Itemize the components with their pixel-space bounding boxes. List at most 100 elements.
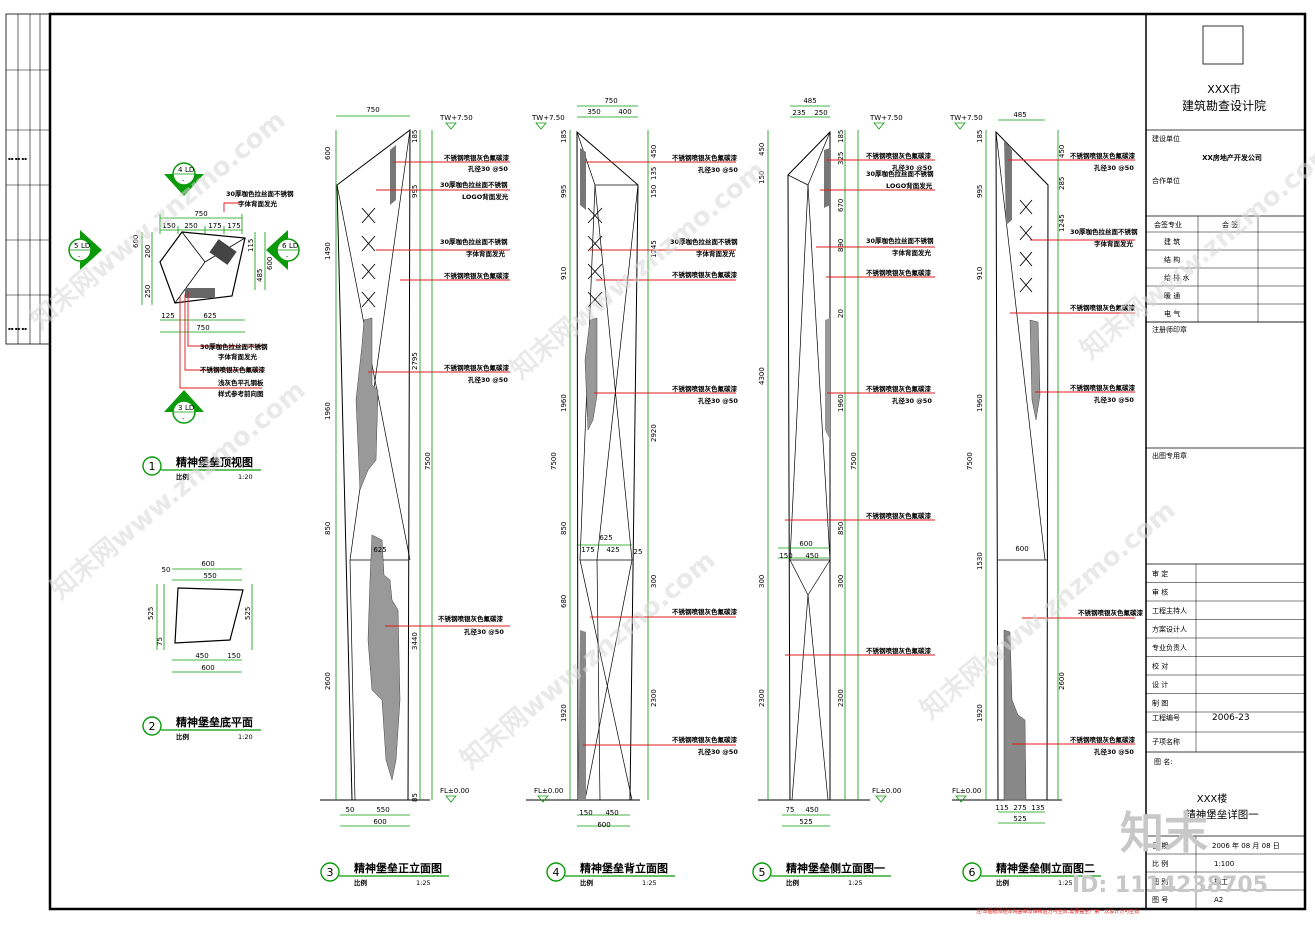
e5-890: 890 (837, 239, 845, 252)
dim-625: 625 (203, 312, 216, 320)
e5-600: 600 (799, 540, 812, 548)
project-no-label: 工程编号 (1152, 713, 1180, 722)
e3-level-top: TW+7.50 (439, 114, 473, 122)
sheet-value: 施工 (1214, 877, 1228, 886)
stamp-label: 注册师印章 (1152, 325, 1187, 334)
view-scale: 1:20 (238, 473, 253, 481)
bot-dim-450: 450 (195, 652, 208, 660)
title-block: XXX市 建筑勘查设计院 建设单位 XX房地产开发公司 合作单位 会签专业 会 … (1145, 13, 1306, 910)
approval-row-label: 制 图 (1152, 699, 1168, 708)
e3-note-1a: 不锈钢喷银灰色氟碳漆 (444, 153, 510, 162)
marker-number: 4 (178, 166, 183, 174)
top-note-steel: 不锈钢喷银灰色氟碳漆 (200, 365, 266, 374)
dim-750: 750 (194, 210, 207, 218)
e4-175: 175 (581, 546, 594, 554)
e3-600: 600 (324, 147, 332, 160)
view-number: 3 (327, 866, 334, 879)
e4-1920: 1920 (560, 704, 568, 722)
e6-600: 600 (1015, 545, 1028, 553)
approval-row-label: 专业负责人 (1152, 643, 1187, 652)
e5-450: 450 (758, 143, 766, 156)
view-number: 2 (149, 720, 156, 733)
institute-line1: XXX市 (1207, 82, 1241, 96)
view-scale: 1:20 (238, 733, 253, 741)
e5-b75: 75 (786, 806, 795, 814)
e4-top: 750 (604, 97, 617, 105)
watermark-logo: 知末 (1120, 808, 1208, 859)
e5-b525: 525 (799, 818, 812, 826)
e5-level-top: TW+7.50 (869, 114, 903, 122)
drawing-name-line1: XXX楼 (1197, 792, 1228, 805)
e6-b115: 115 (995, 804, 1008, 812)
e5-20: 20 (837, 309, 845, 318)
view-title: 精神堡垒背立面图 (580, 861, 668, 875)
e3-note-5b: 孔径30 @50 (468, 375, 508, 384)
e6-1245: 1245 (1058, 214, 1066, 232)
dim-115: 115 (247, 239, 255, 252)
dim-250: 250 (184, 222, 197, 230)
e4-level-top: TW+7.50 (531, 114, 565, 122)
client-value: XX房地产开发公司 (1202, 153, 1262, 162)
e4-350: 350 (587, 108, 600, 116)
drawing-name-label: 图 名: (1154, 757, 1173, 766)
e6-1530: 1530 (976, 552, 984, 570)
e3-note-5a: 不锈钢喷银灰色氟碳漆 (444, 363, 510, 372)
e3-level-floor: FL±0.00 (440, 787, 469, 795)
e4-425: 425 (606, 546, 619, 554)
e6-995: 995 (976, 185, 984, 198)
e6-note-3: 不锈钢喷银灰色氟碳漆 (1070, 303, 1136, 312)
watermark-brand-1: 知末网www.znzmo.com (25, 105, 291, 335)
e5-250: 250 (814, 109, 827, 117)
e4-680: 680 (560, 595, 568, 608)
dim-600-right: 600 (266, 257, 274, 270)
bot-dim-600: 600 (201, 560, 214, 568)
e3-1960: 1960 (324, 402, 332, 420)
e4-note-2a: 30厚咖色拉丝面不锈钢 (670, 237, 738, 246)
bot-dim-150: 150 (227, 652, 240, 660)
view-scale-label: 比例 (176, 472, 190, 481)
e4-note-2b: 字体背面发光 (696, 249, 736, 258)
e6-note-2b: 字体背面发光 (1094, 239, 1134, 248)
e5-top: 485 (803, 97, 816, 105)
e4-b150: 150 (579, 809, 592, 817)
e3-note-3b: 字体背面发光 (466, 249, 506, 258)
e3-995: 995 (411, 185, 419, 198)
e5-850: 850 (837, 522, 845, 535)
view-scale: 1:25 (1058, 879, 1073, 887)
top-view: 750 150 250 175 175 600 200 250 115 485 … (132, 189, 294, 398)
project-no-value: 2006-23 (1212, 713, 1250, 723)
e4-25: 25 (634, 548, 643, 556)
marker-number: 3 (178, 404, 182, 412)
e4-995: 995 (560, 185, 568, 198)
e5-note-1b: 孔径30 @50 (892, 163, 932, 172)
e3-850: 850 (324, 522, 332, 535)
e5-7500: 7500 (850, 452, 858, 470)
sign-row-label: 暖 通 (1164, 291, 1180, 300)
date-label: 日 期 (1152, 842, 1168, 850)
bot-dim-75: 75 (156, 637, 164, 646)
e3-b50: 50 (346, 806, 355, 814)
e5-2300b: 2300 (837, 689, 845, 707)
client-label: 建设单位 (1152, 134, 1180, 143)
e5-level-floor: FL±0.00 (872, 787, 901, 795)
top-note-brushed-c: 30厚咖色拉丝面不锈钢 (200, 342, 268, 351)
marker-code: LD (289, 242, 298, 250)
e3-3440: 3440 (411, 632, 419, 650)
e3-note-4: 不锈钢喷银灰色氟碳漆 (444, 271, 510, 280)
top-note-brushed-d: 字体背面发光 (218, 352, 258, 361)
e3-625: 625 (373, 546, 386, 554)
view-number: 4 (553, 866, 560, 879)
institute-line2: 建筑勘查设计院 (1182, 98, 1266, 113)
e4-1245: 1245 (650, 240, 658, 258)
bot-dim-600b: 600 (201, 664, 214, 672)
elevation-side-2: 485 185 995 910 1960 1530 1920 7500 450 … (949, 111, 1144, 824)
e3-7500: 7500 (424, 452, 432, 470)
e5-note-3a: 30厚咖色拉丝面不锈钢 (866, 236, 934, 245)
dim-250b: 250 (144, 285, 152, 298)
